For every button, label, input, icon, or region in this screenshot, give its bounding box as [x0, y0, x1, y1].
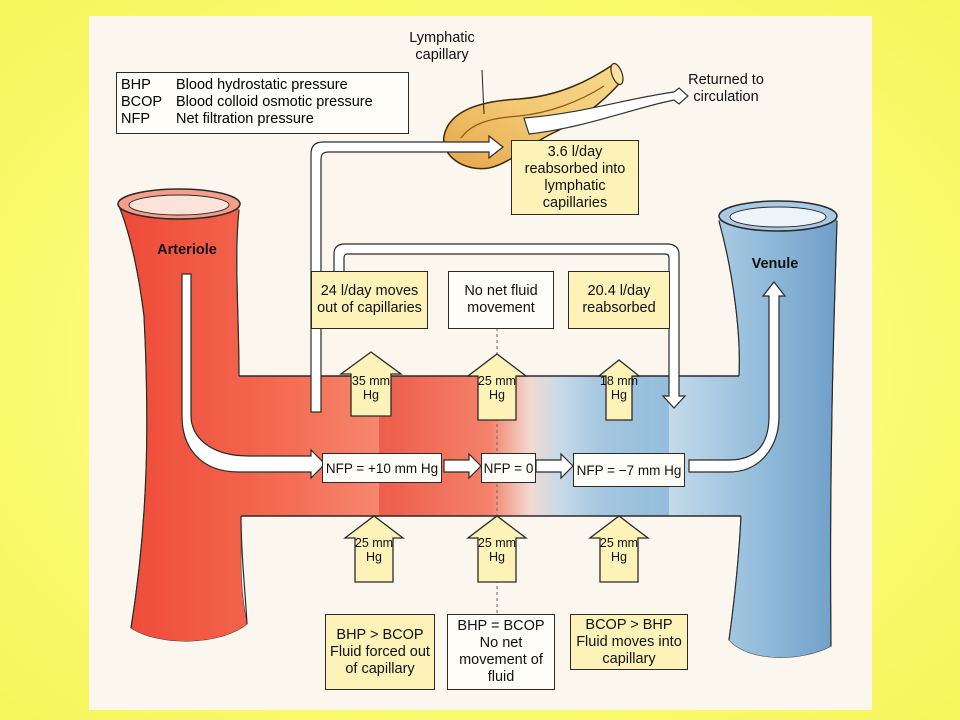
nfp-arterial-box: NFP = +10 mm Hg	[322, 453, 442, 483]
lymph-leader-line	[481, 69, 485, 115]
venule-flow-arrow	[688, 281, 787, 473]
lymph-reabsorption-box: 3.6 l/day reabsorbed into lymphatic capi…	[511, 140, 639, 215]
reabsorption-loop	[333, 243, 687, 409]
equilibrium-condition-box: BHP = BCOP No net movement of fluid	[447, 614, 555, 690]
filtration-condition-box: BHP > BCOP Fluid forced out of capillary	[325, 614, 435, 690]
nfp-venous-box: NFP = −7 mm Hg	[573, 453, 685, 487]
bhp-mid-arrow	[466, 353, 528, 421]
bhp-venous-arrow	[597, 359, 641, 421]
lymph-return-loop	[310, 134, 504, 413]
arteriole-vessel	[119, 197, 389, 642]
lymphatic-capillary-label: Lymphatic capillary	[409, 30, 475, 63]
bcop-mid-value: 25 mm Hg	[477, 536, 517, 564]
bhp-arterial-value: 35 mm Hg	[351, 374, 391, 402]
reabsorption-box: 20.4 l/day reabsorbed	[568, 271, 670, 329]
returned-to-circulation-label: Returned to circulation	[688, 72, 764, 105]
no-net-movement-box: No net fluid movement	[448, 271, 554, 329]
capillary-exchange-diagram	[117, 62, 838, 658]
bcop-arterial-arrow	[343, 515, 405, 583]
arteriole-label: Arteriole	[157, 242, 217, 258]
reabsorption-condition-box: BCOP > BHP Fluid moves into capillary	[570, 614, 688, 670]
return-arrow	[523, 87, 689, 135]
bhp-venous-value: 18 mm Hg	[599, 374, 639, 402]
flow-arrow-right	[535, 452, 574, 480]
bcop-arterial-value: 25 mm Hg	[354, 536, 394, 564]
bhp-arterial-arrow	[339, 351, 403, 417]
filtration-box: 24 l/day moves out of capillaries	[311, 271, 428, 329]
flow-arrow-mid	[443, 452, 482, 480]
bcop-venous-arrow	[588, 515, 650, 583]
nfp-mid-box: NFP = 0	[481, 453, 536, 483]
bcop-venous-value: 25 mm Hg	[599, 536, 639, 564]
bhp-mid-value: 25 mm Hg	[477, 374, 517, 402]
bcop-mid-arrow	[466, 515, 528, 583]
venule-label: Venule	[751, 256, 799, 272]
venule-vessel	[649, 209, 837, 658]
